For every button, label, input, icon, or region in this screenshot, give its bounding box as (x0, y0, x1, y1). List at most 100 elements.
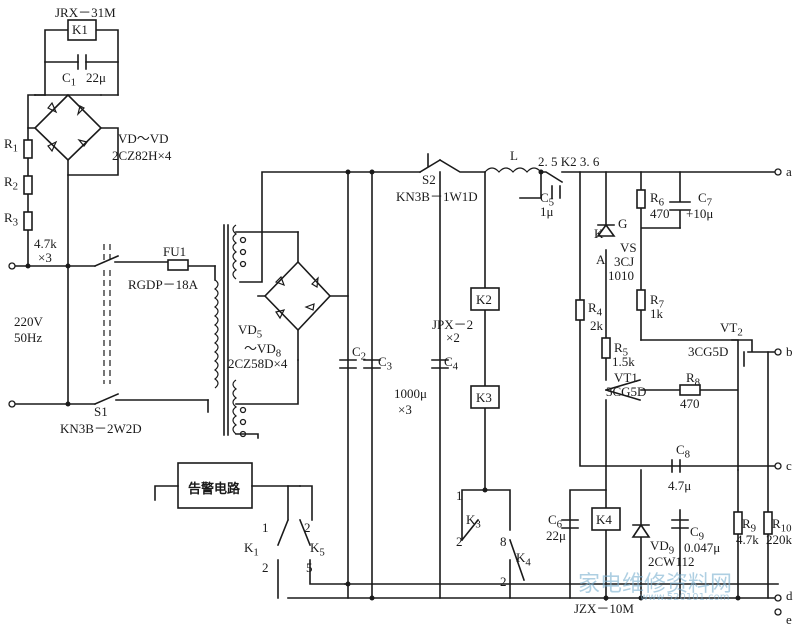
k2-pins-label: 2. 5 K2 3. 6 (538, 154, 600, 169)
c2-label: C2 (352, 344, 367, 363)
terminal-b: b (786, 344, 793, 359)
r5-label: R5 (614, 340, 629, 359)
vd5-label: VD5 (238, 322, 263, 341)
pin5-right: 5 (306, 560, 313, 575)
c8-value: 4.7μ (668, 478, 692, 493)
k1-box-label: K1 (72, 22, 88, 37)
vd9-part: 2CW112 (648, 554, 695, 569)
mains-freq: 50Hz (14, 330, 43, 345)
relay-k2-coil (470, 287, 500, 311)
r3-label: R3 (4, 210, 19, 229)
inductor-and-k2 (484, 167, 782, 199)
pin2-k4: 2 (500, 574, 507, 589)
vt2-label: VT2 (720, 320, 743, 339)
bridge-vd5-vd8 (235, 231, 349, 405)
r2-label: R2 (4, 174, 19, 193)
r10-value: 220k (766, 532, 792, 547)
relay-k1-coil (67, 19, 97, 41)
alarm-circuit (154, 462, 346, 599)
r-mult: ×3 (38, 250, 52, 265)
mains-voltage: 220V (14, 314, 43, 329)
k4-box-label: K4 (596, 512, 612, 527)
r5-value: 1.5k (612, 354, 635, 369)
c1-value: 22μ (86, 70, 106, 85)
vd5-part: 2CZ58D×4 (228, 356, 288, 371)
r7-value: 1k (650, 306, 663, 321)
pin8-k4: 8 (500, 534, 507, 549)
vs-label: VS (620, 240, 637, 255)
c7-value: +10μ (686, 206, 714, 221)
relay-k2-k3 (460, 171, 526, 599)
vd-bridge1-label: VD～VD (118, 131, 169, 146)
thyristor-k: K (594, 226, 604, 241)
vt1-label: VT1 (614, 370, 638, 385)
vd-bridge1-part: 2CZ82H×4 (112, 148, 172, 163)
fuse-part: RGDP－18A (128, 277, 199, 292)
relay-k4-coil (591, 507, 621, 531)
jzx-label: JZX－10M (574, 601, 634, 616)
r7-label: R7 (650, 292, 665, 311)
c8-label: C8 (676, 442, 691, 461)
pin1-k3: 1 (456, 488, 463, 503)
k3-box-label: K3 (476, 390, 492, 405)
pin2-left: 2 (262, 560, 269, 575)
bottom-right-section (561, 351, 773, 601)
s1-label: S1 (94, 404, 108, 419)
s1-part: KN3B－2W2D (60, 421, 142, 436)
thyristor-a: A (596, 252, 606, 267)
relay-top-label: JRX－31M (55, 5, 116, 20)
c5-value: 1μ (540, 204, 554, 219)
resistor-chain-r1-r3 (23, 127, 33, 267)
transformer (207, 171, 349, 439)
terminal-a: a (786, 164, 792, 179)
r4-value: 2k (590, 318, 603, 333)
watermark-text: 家电维修资料网 (578, 572, 733, 597)
k2-box-label: K2 (476, 292, 492, 307)
terminal-d: d (786, 588, 793, 603)
c-mult: ×3 (398, 402, 412, 417)
thyristor-g: G (618, 216, 628, 231)
vd9-label: VD9 (650, 538, 675, 557)
r1-label: R1 (4, 136, 19, 155)
pin2-right: 2 (304, 520, 311, 535)
terminal-c: c (786, 458, 792, 473)
r10-label: R10 (772, 516, 792, 535)
vd8-label: ～VD8 (244, 341, 282, 360)
c-value: 1000μ (394, 386, 427, 401)
r6-value: 470 (650, 206, 670, 221)
k5-label: K5 (310, 540, 325, 559)
c7-label: C7 (698, 190, 713, 209)
r6-label: R6 (650, 190, 665, 209)
k3b-label: K3 (466, 512, 481, 531)
vs-part: 3CJ (614, 254, 635, 269)
relay-k3-coil (470, 385, 500, 409)
r9-label: R9 (742, 516, 757, 535)
c6-label: C6 (548, 512, 563, 531)
r-value: 4.7k (34, 236, 57, 251)
r8-label: R8 (686, 370, 701, 389)
jpx-mult: ×2 (446, 330, 460, 345)
pin2-k3: 2 (456, 534, 463, 549)
r4-label: R4 (588, 300, 603, 319)
mains-input (8, 174, 216, 408)
vs-part2: 1010 (608, 268, 634, 283)
c1-label: C1 (62, 70, 77, 89)
c6-value: 22μ (546, 528, 566, 543)
c9-label: C9 (690, 524, 705, 543)
c5-label: C5 (540, 190, 555, 209)
s2-part: KN3B－1W1D (396, 189, 478, 204)
vt1-part: 3CG5D (606, 384, 647, 399)
watermark-url: www.520101.com (640, 592, 730, 603)
k1b-label: K1 (244, 540, 259, 559)
r9-value: 4.7k (736, 532, 759, 547)
pin1-left: 1 (262, 520, 269, 535)
c3-label: C3 (378, 354, 393, 373)
r8-value: 470 (680, 396, 700, 411)
alarm-label: 告警电路 (188, 482, 241, 497)
k4b-label: K4 (516, 550, 531, 569)
inductor-label: L (510, 148, 518, 163)
terminal-e: e (786, 612, 792, 627)
